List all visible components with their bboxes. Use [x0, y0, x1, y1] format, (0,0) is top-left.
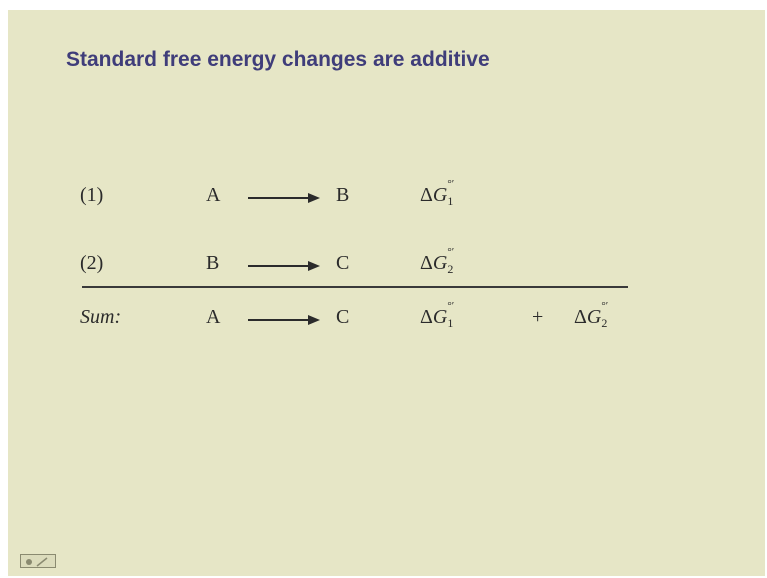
subscript: 2	[447, 262, 454, 276]
delta-symbol: Δ	[420, 184, 433, 206]
product: C	[336, 306, 350, 328]
reactant: A	[206, 184, 221, 206]
standard-state-mark: °′	[601, 300, 609, 312]
slide-nav-glyph-icon	[26, 557, 48, 567]
slide-title: Standard free energy changes are additiv…	[66, 48, 490, 71]
delta-g-term: ΔG°′ 1	[420, 178, 457, 208]
delta-symbol: Δ	[574, 306, 587, 328]
equation-number: (1)	[80, 184, 104, 206]
delta-symbol: Δ	[420, 252, 433, 274]
arrow-right-icon	[248, 193, 320, 203]
reactant: A	[206, 306, 221, 328]
slide-nav-icon[interactable]	[20, 554, 56, 568]
standard-state-mark: °′	[447, 178, 455, 190]
sum-row: Sum: A C ΔG°′1 + ΔG°′2	[8, 300, 765, 340]
arrow-right-icon	[248, 315, 320, 325]
delta-symbol: Δ	[420, 306, 433, 328]
g-symbol: G	[432, 306, 448, 328]
equation-number: (2)	[80, 252, 104, 274]
standard-state-mark: °′	[447, 300, 455, 312]
g-symbol: G	[432, 252, 448, 274]
equation-row-1: (1) A B ΔG°′ 1	[8, 178, 765, 218]
arrow-right-icon	[248, 261, 320, 271]
delta-g-term-1: ΔG°′ 1	[420, 300, 457, 330]
delta-g-term: ΔG°′ 2	[420, 246, 457, 276]
subscript: 2	[601, 316, 608, 330]
slide: Standard free energy changes are additiv…	[8, 10, 765, 576]
delta-g-term-2: ΔG°′ 2	[574, 300, 611, 330]
product: B	[336, 184, 350, 206]
sum-divider	[82, 286, 628, 288]
g-symbol: G	[432, 184, 448, 206]
subscript: 1	[447, 194, 454, 208]
product: C	[336, 252, 350, 274]
g-symbol: G	[586, 306, 602, 328]
equation-row-2: (2) B C ΔG°′ 2	[8, 246, 765, 286]
reactant: B	[206, 252, 220, 274]
plus-sign: +	[532, 306, 544, 328]
sum-label: Sum:	[80, 306, 122, 328]
subscript: 1	[447, 316, 454, 330]
standard-state-mark: °′	[447, 246, 455, 258]
